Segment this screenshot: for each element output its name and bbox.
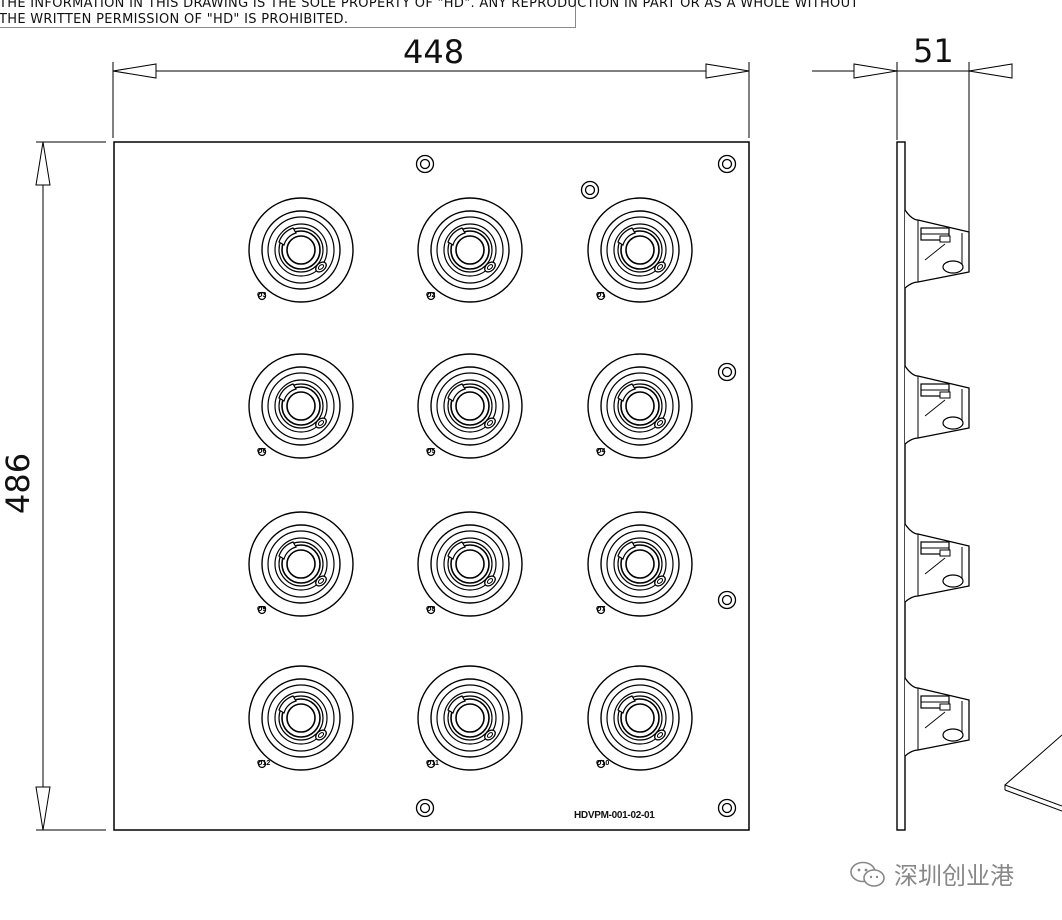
height-dimension-label: 486 xyxy=(0,452,37,514)
port-label: O12 xyxy=(257,760,271,767)
port-connector xyxy=(417,197,523,303)
notice-line-1: THE INFORMATION IN THIS DRAWING IS THE S… xyxy=(0,0,859,11)
isometric-view-fragment xyxy=(1004,734,1062,812)
watermark: 深圳创业港 xyxy=(848,856,1014,891)
copyright-notice: THE INFORMATION IN THIS DRAWING IS THE S… xyxy=(0,0,858,28)
depth-dimension xyxy=(812,62,1013,232)
port-label: O5 xyxy=(426,448,436,455)
port-connector xyxy=(587,197,693,303)
side-connector xyxy=(904,365,970,445)
port-label: O4 xyxy=(596,448,606,455)
notice-line-2: THE WRITTEN PERMISSION OF "HD" IS PROHIB… xyxy=(0,12,349,27)
port-label: O8 xyxy=(426,606,436,613)
width-dimension-label: 448 xyxy=(403,33,465,71)
port-connector xyxy=(417,511,523,617)
part-number: HDVPM-001-02-01 xyxy=(574,810,655,821)
mounting-hole xyxy=(580,180,600,200)
port-connector xyxy=(587,665,693,771)
side-connector xyxy=(904,523,970,603)
mounting-holes xyxy=(415,154,737,818)
port-label: O1 xyxy=(596,292,606,299)
mounting-hole xyxy=(717,798,737,818)
side-connector xyxy=(904,209,970,289)
port-connector xyxy=(248,353,354,459)
port-grid xyxy=(248,197,693,771)
port-connector xyxy=(587,353,693,459)
mounting-hole xyxy=(415,798,435,818)
port-label: O11 xyxy=(426,760,439,767)
port-label: O3 xyxy=(257,292,267,299)
mounting-hole xyxy=(415,154,435,174)
port-connector xyxy=(587,511,693,617)
port-connector xyxy=(417,353,523,459)
width-dimension xyxy=(112,62,750,138)
watermark-text: 深圳创业港 xyxy=(894,862,1014,890)
mounting-hole xyxy=(717,590,737,610)
port-label: O6 xyxy=(257,448,267,455)
port-connector xyxy=(248,511,354,617)
height-dimension xyxy=(35,141,106,831)
side-view xyxy=(896,141,970,831)
port-label: O2 xyxy=(426,292,436,299)
mounting-hole xyxy=(717,154,737,174)
mounting-hole xyxy=(717,362,737,382)
depth-dimension-label: 51 xyxy=(913,32,954,70)
side-connector xyxy=(904,677,970,757)
port-label: O10 xyxy=(596,760,610,767)
port-label: O9 xyxy=(257,606,267,613)
port-connector xyxy=(248,197,354,303)
wechat-icon xyxy=(850,861,885,887)
port-connector xyxy=(417,665,523,771)
port-connector xyxy=(248,665,354,771)
port-label: O7 xyxy=(596,606,606,613)
